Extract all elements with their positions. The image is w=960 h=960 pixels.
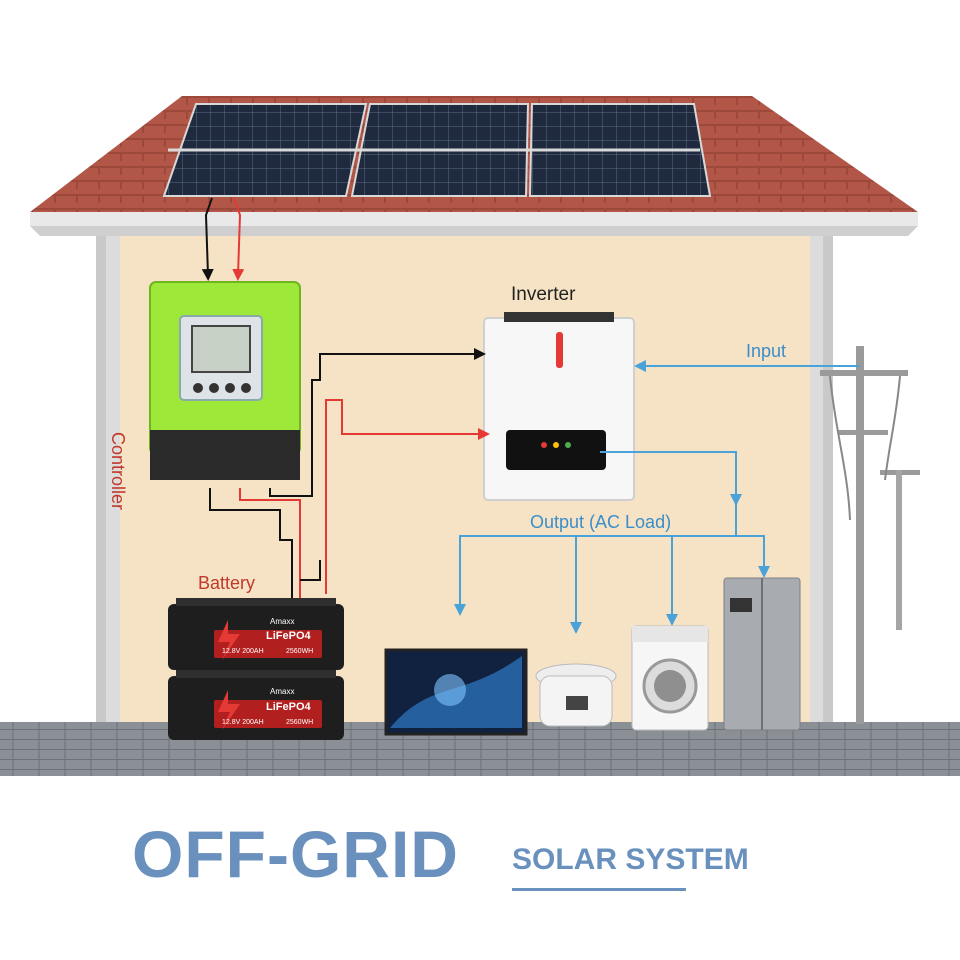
battery-spec-top: 12.8V 200AH [222, 648, 264, 655]
utility-pole-icon [820, 346, 920, 724]
battery-energy-bottom: 2560WH [286, 719, 313, 726]
rice-cooker-icon [535, 663, 617, 727]
output-label: Output (AC Load) [530, 512, 672, 532]
title-sub: SOLAR SYSTEM [512, 843, 749, 876]
battery-stack [168, 598, 344, 740]
tv-icon [384, 648, 528, 736]
lightning-icon [218, 620, 240, 660]
inverter-label: Inverter [511, 284, 576, 305]
title-underline [512, 888, 686, 891]
controller-label: Controller [108, 432, 128, 511]
dc-wires [209, 348, 490, 600]
battery-label: Battery [198, 573, 256, 593]
battery-brand-bottom: Amaxx [270, 687, 294, 696]
input-label: Input [746, 341, 787, 361]
solar-panel-icon [162, 103, 712, 197]
title-main: OFF-GRID [132, 817, 459, 891]
battery-spec-bottom: 12.8V 200AH [222, 719, 264, 726]
battery-energy-top: 2560WH [286, 648, 313, 655]
charge-controller [149, 281, 301, 480]
refrigerator-icon [723, 577, 801, 731]
solar-wires [201, 197, 245, 281]
inverter [483, 312, 635, 501]
washing-machine-icon [631, 625, 709, 731]
ac-output-wires [454, 451, 770, 634]
battery-chemistry-bottom: LiFePO4 [266, 701, 312, 713]
battery-chemistry-top: LiFePO4 [266, 630, 312, 642]
battery-brand-top: Amaxx [270, 617, 294, 626]
